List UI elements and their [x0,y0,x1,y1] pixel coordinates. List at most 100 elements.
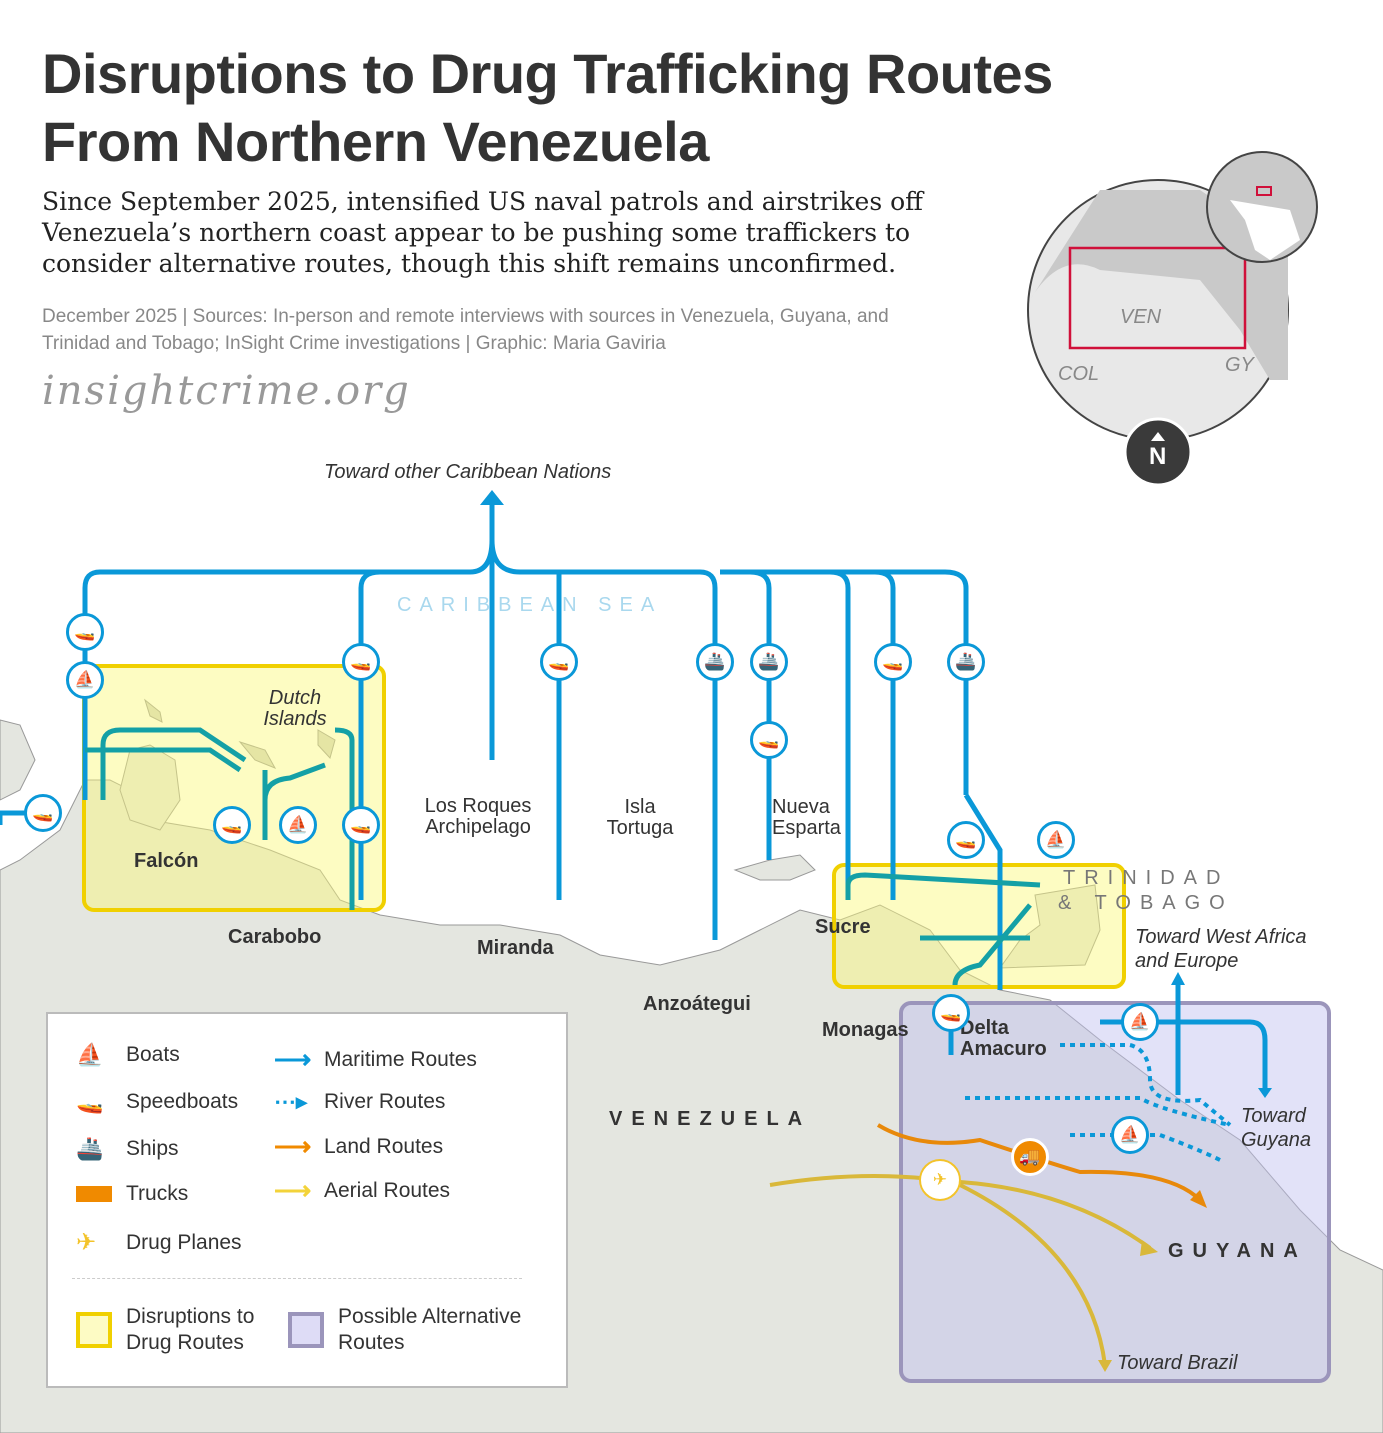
label-los-roques: Los Roques Archipelago [424,795,532,838]
arrow-caribbean [480,490,504,505]
speedboat-icon: 🚤 [342,643,380,681]
orange-arrow-icon: ⟶ [274,1131,312,1161]
ship-icon: 🚢 [947,643,985,681]
plane-icon: ✈ [76,1229,97,1256]
boat-icon: ⛵ [76,1042,104,1067]
legend-label: Speedboats [126,1090,239,1113]
label-venezuela: VENEZUELA [609,1108,812,1130]
locator-inset [1027,151,1318,487]
aruba-curacao [144,698,336,769]
dotted-arrow-icon: ⋯▸ [274,1089,308,1114]
legend-boats: ⛵ Boats [76,1042,180,1068]
label-toward-brazil: Toward Brazil [1117,1352,1238,1374]
purple-swatch [288,1312,324,1348]
arrow-guyana [1258,1088,1272,1098]
speedboat-icon: 🚤 [540,643,578,681]
sources-line: December 2025 | Sources: In-person and r… [42,306,889,354]
speedboat-icon: 🚤 [66,613,104,651]
legend: ⛵ Boats 🚤 Speedboats 🚢 Ships Trucks ✈ Drug P… [46,1012,568,1388]
boat-icon: ⛵ [1121,1003,1159,1041]
colombia-coast [0,719,36,801]
legend-label: Disruptions to Drug Routes [126,1305,255,1354]
boat-icon: ⛵ [1037,821,1075,859]
trinidad-island [999,884,1101,969]
arrow-africa [1171,972,1185,985]
legend-divider [72,1278,522,1279]
inset-label-ven: VEN [1120,306,1162,328]
yellow-swatch [76,1312,112,1348]
speedboat-icon: 🚤 [76,1089,104,1114]
speedboat-icon: 🚤 [750,721,788,759]
label-caribbean-sea: CARIBBEAN SEA [397,594,663,616]
label-trinidad: TRINIDAD [1063,867,1230,889]
legend-label: Land Routes [324,1134,444,1158]
inset-label-gy: GY [1225,354,1254,376]
boat-icon: ⛵ [1111,1116,1149,1154]
yellow-arrow-icon: ⟶ [274,1175,312,1205]
arrow-land [1190,1190,1207,1208]
legend-aerial: ⟶ Aerial Routes [274,1175,450,1206]
label-delta-amacuro: Delta Amacuro [960,1017,1047,1060]
site-logo[interactable]: insightcrime.org [42,368,411,414]
title-line-2: From Northern Venezuela [42,110,709,173]
legend-river: ⋯▸ River Routes [274,1089,445,1115]
label-falcon: Falcón [134,850,199,872]
speedboat-icon: 🚤 [932,994,970,1032]
speedboat-icon: 🚤 [342,806,380,844]
label-nueva-esparta: Nueva Esparta [772,796,841,839]
label-monagas: Monagas [822,1019,909,1041]
river-routes [965,1043,1232,1162]
legend-label: Ships [126,1137,179,1160]
label-miranda: Miranda [477,937,554,959]
truck-icon [76,1186,112,1202]
legend-label: Trucks [126,1182,189,1205]
speedboat-icon: 🚤 [874,643,912,681]
aerial-routes [769,1174,1152,1366]
label-guyana: GUYANA [1168,1240,1307,1262]
legend-land: ⟶ Land Routes [274,1131,443,1162]
legend-ships: 🚢 Ships [76,1136,179,1162]
label-dutch-islands: Dutch Islands [263,687,327,730]
label-isla-tortuga: Isla Tortuga [606,796,674,839]
boat-icon: ⛵ [279,806,317,844]
legend-alternative: Possible Alternative Routes [288,1304,558,1356]
legend-label: Drug Planes [126,1230,242,1254]
truck-icon: 🚚 [1011,1138,1049,1176]
north-arrow: N [1149,443,1167,470]
boat-icon: ⛵ [66,661,104,699]
arrow-aerial-guyana [1140,1240,1158,1256]
disruption-zone-east [832,863,1126,989]
legend-maritime: ⟶ Maritime Routes [274,1044,477,1075]
label-toward-caribbean: Toward other Caribbean Nations [324,461,612,483]
legend-disruptions: Disruptions to Drug Routes [76,1304,276,1356]
title-line-1: Disruptions to Drug Trafficking Routes [42,42,1053,105]
label-anzoategui: Anzoátegui [643,993,751,1015]
legend-label: Possible Alternative Routes [338,1305,522,1354]
label-toward-africa: Toward West Africa and Europe [1135,926,1307,972]
label-sucre: Sucre [815,916,871,938]
ship-icon: 🚢 [76,1136,104,1161]
legend-label: Boats [126,1043,180,1066]
speedboat-icon: 🚤 [213,806,251,844]
ship-icon: 🚢 [750,643,788,681]
maritime-routes [0,500,1268,1095]
disrupted-routes [85,727,1041,986]
inset-label-col: COL [1058,363,1100,385]
margarita-island [733,854,816,881]
label-tobago: & TOBAGO [1058,892,1234,914]
speedboat-icon: 🚤 [947,821,985,859]
speedboat-icon: 🚤 [24,794,62,832]
label-toward-guyana: Toward Guyana [1241,1105,1312,1151]
arrow-aerial-brazil [1098,1360,1112,1372]
legend-label: Aerial Routes [324,1178,451,1202]
ship-icon: 🚢 [696,643,734,681]
legend-label: Maritime Routes [324,1047,477,1071]
legend-planes: ✈ Drug Planes [76,1228,242,1257]
subtitle: Since September 2025, intensified US nav… [42,187,923,278]
legend-label: River Routes [324,1090,446,1113]
label-carabobo: Carabobo [228,926,322,948]
solid-arrow-icon: ⟶ [274,1044,312,1074]
